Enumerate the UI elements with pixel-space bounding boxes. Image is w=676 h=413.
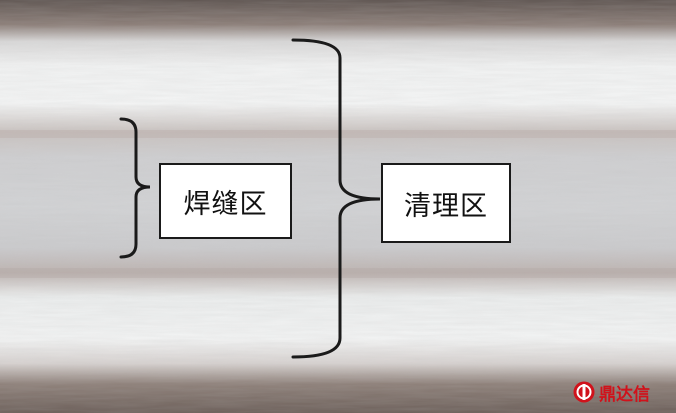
clean-zone-text: 清理区 — [404, 190, 488, 222]
clean-zone-bracket — [291, 38, 381, 359]
watermark-text: 鼎达信 — [599, 384, 650, 405]
weld-zone-text: 焊缝区 — [183, 188, 268, 220]
weld-zone-bracket — [119, 117, 151, 259]
weld-zone-label: 焊缝区 — [159, 163, 292, 239]
brand-logo-icon — [573, 381, 595, 403]
watermark: 鼎达信 — [572, 378, 672, 406]
clean-zone-label: 清理区 — [381, 163, 511, 243]
